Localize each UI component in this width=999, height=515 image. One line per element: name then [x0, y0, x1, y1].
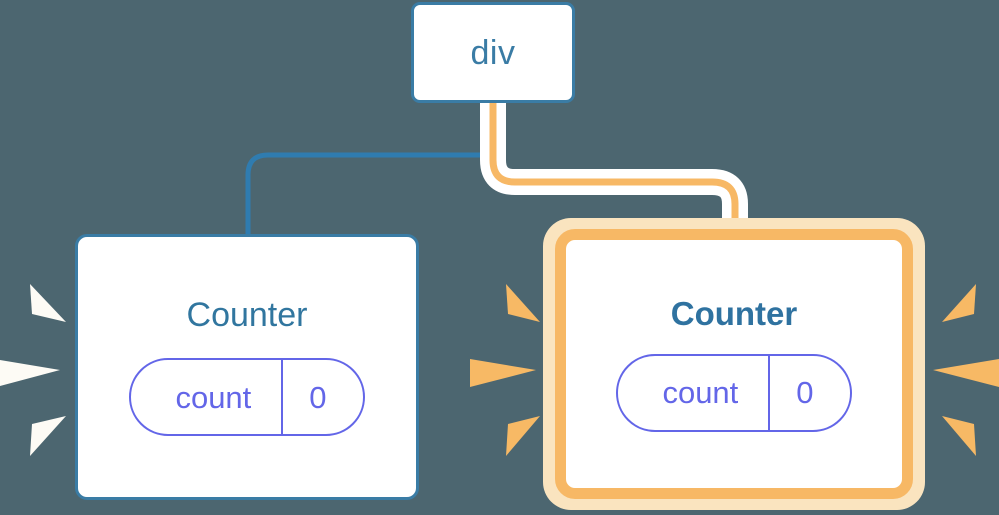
sparkle-ray-orange-right-middle [933, 359, 999, 387]
state-key-right: count [662, 375, 739, 410]
sparkle-ray-orange-left-middle [470, 359, 536, 387]
node-counter-left-label: Counter [186, 296, 308, 334]
edge-div-to-left-counter [245, 100, 496, 239]
sparkle-ray-white-top [30, 284, 66, 322]
sparkle-ray-orange-left-bottom [506, 416, 540, 456]
node-div[interactable]: div [411, 2, 575, 103]
sparkle-ray-orange-right-top [942, 284, 976, 322]
sparkle-ray-white-middle [0, 360, 60, 386]
state-pill-left: count 0 [129, 358, 365, 436]
sparkle-ray-orange-right-bottom [942, 416, 976, 456]
node-div-label: div [470, 33, 516, 72]
sparkle-ray-orange-left-top [506, 284, 540, 322]
state-key-left: count [175, 379, 252, 415]
edge-div-to-right-counter [489, 101, 739, 242]
node-counter-left[interactable]: Counter count 0 [75, 234, 419, 500]
sparkle-ray-white-bottom [30, 416, 66, 456]
node-counter-right-label: Counter [670, 294, 798, 332]
state-value-left: 0 [281, 360, 362, 434]
state-value-right: 0 [768, 355, 849, 430]
state-pill-right: count 0 [616, 353, 852, 432]
node-counter-right[interactable]: Counter count 0 [555, 229, 913, 499]
